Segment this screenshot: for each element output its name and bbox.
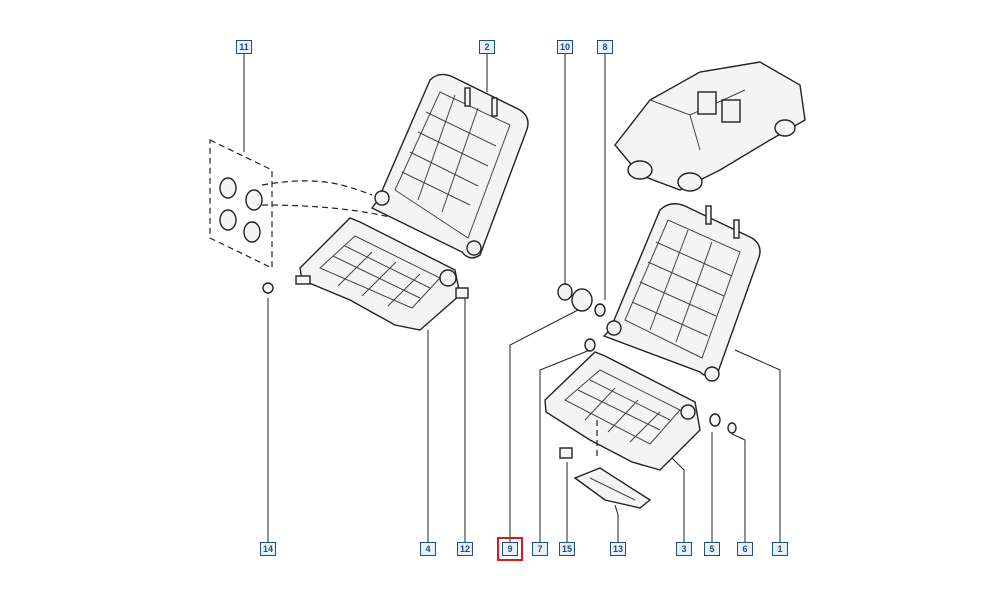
callout-1[interactable]: 1 [772,542,788,556]
callout-3[interactable]: 3 [676,542,692,556]
callout-11[interactable]: 11 [236,40,252,54]
callout-12[interactable]: 12 [457,542,473,556]
seat-frame-upper [295,217,469,331]
callout-10[interactable]: 10 [557,40,573,54]
callout-13[interactable]: 13 [610,542,626,556]
backrest-frame-upper [370,73,529,259]
cover-plate-13 [573,467,652,509]
callout-8[interactable]: 8 [597,40,613,54]
backrest-frame-lower [602,203,761,382]
car-thumbnail [614,61,806,192]
callout-14[interactable]: 14 [260,542,276,556]
hardware-parts [557,283,737,460]
leader-lines [243,52,781,542]
callout-5[interactable]: 5 [704,542,720,556]
callout-9[interactable]: 9 [497,537,523,561]
callout-2[interactable]: 2 [479,40,495,54]
callout-4[interactable]: 4 [420,542,436,556]
callout-15[interactable]: 15 [559,542,575,556]
callout-6[interactable]: 6 [737,542,753,556]
trim-caps-group [209,139,463,269]
clip-14 [262,282,274,294]
seat-frame-lower [544,351,701,471]
callout-7[interactable]: 7 [532,542,548,556]
